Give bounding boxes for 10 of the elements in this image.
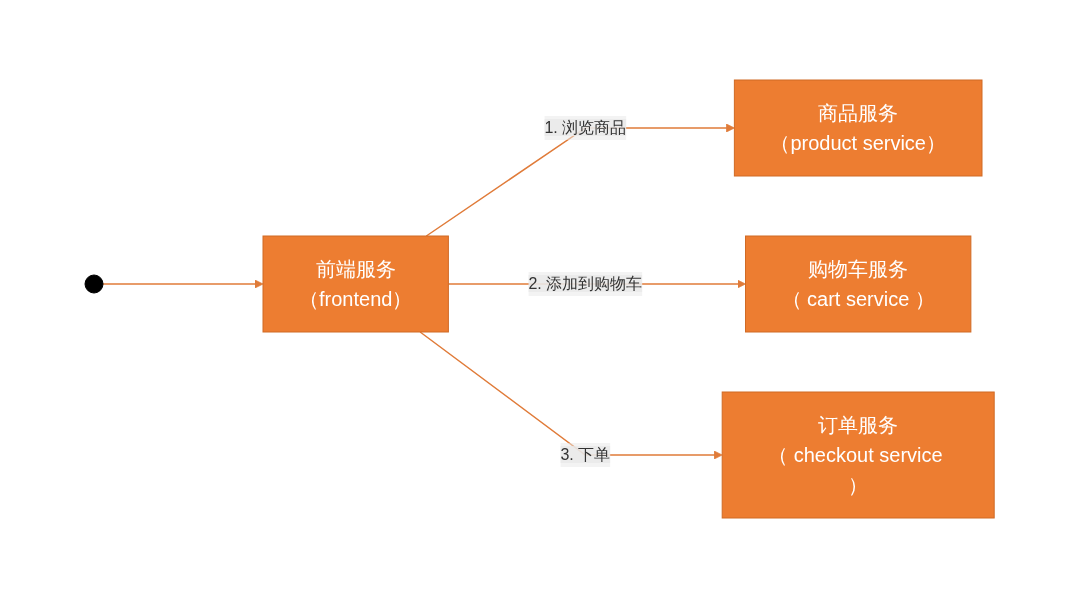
edge-label: 1. 浏览商品 — [544, 118, 627, 136]
node-box: 前端服务 （frontend） — [262, 235, 450, 332]
edge-label: 2. 添加到购物车 — [528, 274, 643, 292]
node-box: 购物车服务 （ cart service ） — [745, 235, 972, 332]
node-box: 商品服务 （product service） — [734, 79, 983, 176]
edge-label: 3. 下单 — [560, 445, 611, 463]
node-box: 订单服务 （ checkout service ） — [722, 391, 996, 518]
arrow — [102, 279, 264, 288]
arrow — [419, 330, 723, 459]
node-person — [84, 274, 104, 293]
